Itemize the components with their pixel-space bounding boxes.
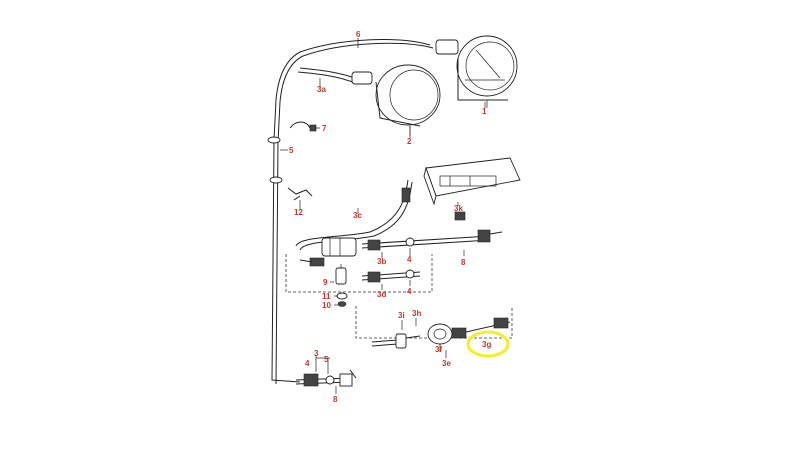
label-3i: 3i bbox=[398, 311, 405, 320]
label-3h: 3h bbox=[412, 309, 421, 318]
speedometer-cable-main bbox=[271, 39, 434, 385]
label-9: 9 bbox=[323, 278, 328, 287]
label-5-lower: 5 bbox=[324, 355, 329, 364]
label-8-upper: 8 bbox=[461, 258, 466, 267]
label-5-upper: 5 bbox=[289, 146, 294, 155]
cable-to-gauge-2 bbox=[297, 67, 361, 85]
label-3b: 3b bbox=[377, 257, 386, 266]
grommet-5 bbox=[267, 136, 283, 184]
label-4-lower: 4 bbox=[305, 359, 310, 368]
clip-7 bbox=[289, 121, 317, 132]
gauge-2 bbox=[351, 64, 441, 138]
label-3-lower: 3 bbox=[314, 349, 319, 358]
washer-11-10 bbox=[336, 292, 348, 307]
bolt-9 bbox=[335, 264, 347, 285]
label-3d: 3d bbox=[377, 290, 386, 299]
sender-assembly-3e bbox=[371, 317, 511, 352]
label-4-middle: 4 bbox=[407, 287, 412, 296]
label-11: 11 bbox=[322, 292, 331, 301]
label-3e: 3e bbox=[442, 359, 451, 368]
gauge-1-speedometer bbox=[435, 35, 518, 108]
label-12: 12 bbox=[294, 208, 303, 217]
lower-cable-end bbox=[295, 356, 357, 387]
label-3a: 3a bbox=[317, 85, 326, 94]
leader-lines bbox=[280, 38, 486, 394]
cable-3d bbox=[361, 269, 421, 283]
label-3c: 3c bbox=[353, 211, 362, 220]
bracket-12 bbox=[287, 187, 313, 201]
label-1: 1 bbox=[482, 107, 487, 116]
label-3g: 3g bbox=[482, 340, 491, 349]
callout-labels: 6 1 2 3a 7 5 12 3c 3k 3b 4 8 9 11 10 3d … bbox=[289, 30, 491, 404]
label-4-upper: 4 bbox=[407, 255, 412, 264]
label-3k: 3k bbox=[454, 204, 463, 213]
label-10: 10 bbox=[322, 301, 331, 310]
cable-3b bbox=[361, 229, 503, 251]
highlight-circle bbox=[466, 330, 510, 358]
cable-3c bbox=[295, 179, 413, 251]
label-2: 2 bbox=[407, 137, 412, 146]
label-8-lower: 8 bbox=[333, 395, 338, 404]
label-7: 7 bbox=[322, 124, 327, 133]
group-box-3d bbox=[285, 254, 433, 293]
control-unit-3k bbox=[423, 157, 521, 221]
label-3f: 3f bbox=[435, 345, 442, 354]
label-6: 6 bbox=[356, 30, 361, 39]
sender-3 bbox=[299, 237, 357, 267]
